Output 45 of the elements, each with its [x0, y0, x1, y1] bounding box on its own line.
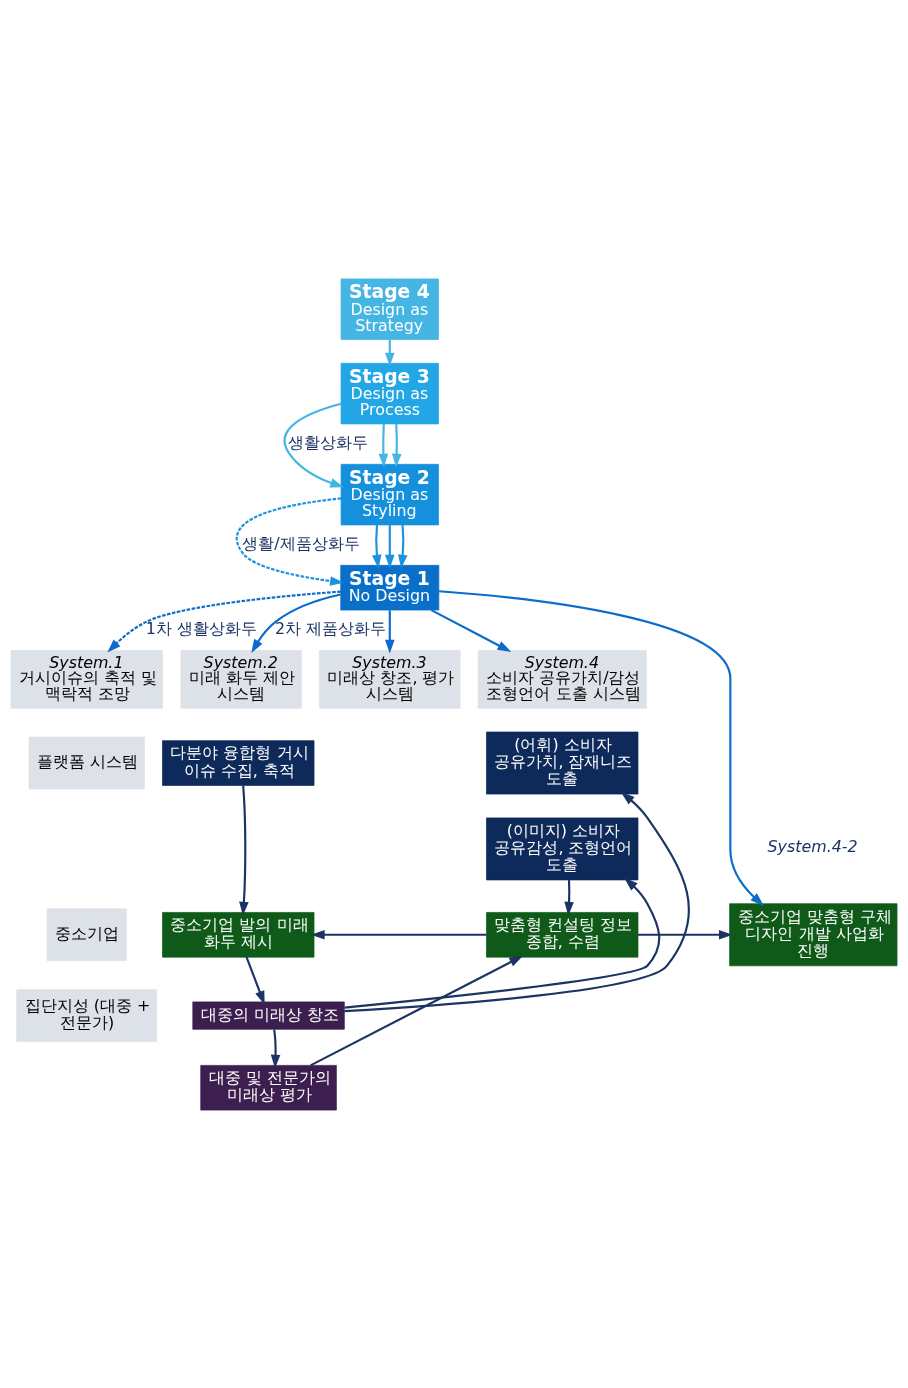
node-box: System.4 소비자 공유가치/감성 조형언어 도출 시스템 [477, 649, 647, 709]
arrow [251, 593, 341, 653]
node-box: System.2 미래 화두 제안 시스템 [180, 649, 302, 709]
node-box: 맞춤형 컨설팅 정보 종합, 수렴 [486, 911, 639, 957]
arrow [283, 402, 344, 487]
node-box: System.1 거시이슈의 축적 및 맥락적 조망 [10, 649, 163, 709]
arrow [430, 608, 512, 652]
node-box: 다분야 융합형 거시 이슈 수집, 축적 [162, 739, 315, 786]
node-box: Stage 3 Design as Process [340, 362, 439, 424]
arrow [638, 929, 733, 940]
node-box: 집단지성 (대중 + 전문가) [16, 988, 158, 1042]
arrow [438, 589, 764, 906]
node-box: Stage 1 No Design [340, 564, 440, 610]
arrow [391, 423, 402, 467]
arrow [310, 929, 487, 940]
node-box: 중소기업 맞춤형 구체 디자인 개발 사업화 진행 [729, 902, 898, 966]
node-box: System.3 미래상 창조, 평가 시스템 [319, 649, 461, 709]
arrow [235, 496, 344, 586]
edge-label: 생활상화두 [288, 432, 369, 452]
arrow [107, 590, 341, 653]
node-label: System.4-2 [767, 836, 858, 856]
node-box: 플랫폼 시스템 [28, 736, 145, 789]
arrow [384, 524, 395, 568]
node-box: Stage 2 Design as Styling [340, 463, 439, 525]
node-box: Stage 4 Design as Strategy [340, 278, 439, 340]
node-box: (이미지) 소비자 공유감성, 조형언어 도출 [486, 817, 639, 880]
edge-label: 1차 생활상화두 [145, 618, 258, 638]
arrow [310, 955, 524, 1066]
arrow [384, 609, 395, 653]
arrow [270, 1028, 281, 1068]
node-box: 중소기업 발의 미래 화두 제시 [162, 911, 315, 957]
arrow [239, 785, 249, 915]
node-box: 중소기업 [46, 907, 127, 961]
arrow [245, 956, 265, 1005]
arrow [398, 524, 408, 568]
node-box: 대중의 미래상 창조 [192, 1001, 345, 1030]
arrow [344, 877, 661, 1009]
arrow [372, 524, 382, 568]
node-box: 대중 및 전문가의 미래상 평가 [200, 1064, 337, 1110]
arrow [378, 423, 389, 467]
edge-label: 2차 제품상화두 [275, 618, 387, 638]
arrow [564, 879, 574, 916]
edge-label: 생활/제품상화두 [242, 533, 360, 553]
arrow [344, 791, 690, 1012]
node-box: (어휘) 소비자 공유가치, 잠재니즈 도출 [486, 731, 639, 794]
